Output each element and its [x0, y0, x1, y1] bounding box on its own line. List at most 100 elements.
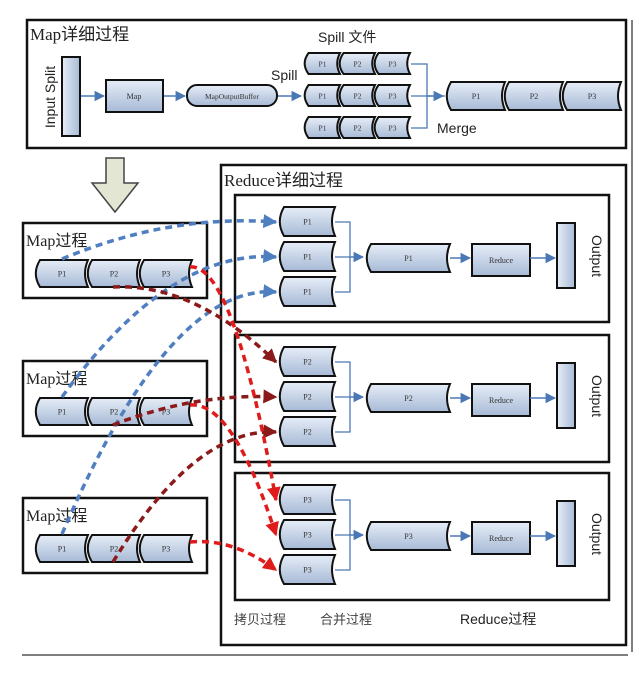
merged-partition: P1 [365, 243, 452, 273]
partition-segment: P3 [373, 52, 412, 75]
partition-label: P1 [58, 545, 66, 554]
partition-segment: P3 [373, 84, 412, 107]
partition-segment: P1 [445, 81, 507, 111]
output-node [556, 222, 576, 289]
partition-label: P2 [303, 393, 311, 402]
partition-label: P1 [303, 253, 311, 262]
partition-label: P2 [354, 60, 362, 69]
copied-partition: P3 [278, 554, 337, 585]
partition-segment: P2 [338, 84, 377, 107]
copied-partition: P1 [278, 241, 337, 272]
big-down-arrow-icon [90, 157, 140, 214]
reduce-node [471, 243, 531, 277]
reduce-phase-label: Reduce过程 [460, 611, 536, 627]
partition-label: P2 [110, 270, 118, 279]
output-label: Output [589, 235, 605, 277]
partition-segment: P2 [503, 81, 565, 111]
partition-label: P2 [110, 408, 118, 417]
partition-label: P3 [404, 532, 412, 541]
map-node [105, 79, 164, 113]
map-process-title: Map过程 [26, 507, 87, 525]
shuffle-arrow-p3 [189, 403, 279, 537]
partition-segment: P1 [303, 52, 342, 75]
input-split-node [61, 56, 81, 137]
partition-segment: P3 [138, 534, 194, 563]
partition-label: P2 [110, 545, 118, 554]
shuffle-arrow-p1 [61, 214, 278, 261]
copied-partition: P1 [278, 276, 337, 307]
shuffle-arrow-p2 [111, 424, 278, 563]
output-label: Output [589, 375, 605, 417]
copied-partition: P1 [278, 206, 337, 237]
map-output-buffer-node [186, 84, 278, 107]
reduce-detail-title: Reduce详细过程 [224, 171, 343, 190]
partition-segment: P3 [138, 259, 194, 288]
partition-label: P1 [58, 408, 66, 417]
partition-label: P2 [303, 428, 311, 437]
merge-label: Merge [437, 120, 477, 136]
copied-partition: P3 [278, 519, 337, 550]
partition-segment: P2 [86, 397, 142, 426]
merged-file: P1 P2 P3 [445, 81, 623, 111]
map-process-title: Map过程 [26, 370, 87, 388]
copied-partition: P3 [278, 484, 337, 515]
partition-label: P1 [58, 270, 66, 279]
map-detail-title: Map详细过程 [30, 25, 129, 44]
map-node-label: Map [127, 92, 142, 101]
partition-label: P1 [404, 254, 412, 263]
partition-segment: P3 [373, 116, 412, 139]
partition-segment: P2 [86, 259, 142, 288]
map-detail-panel: Map详细过程 Input Split Map MapOutputBuffer … [25, 18, 628, 150]
partition-label: P3 [303, 496, 311, 505]
reduce-node-label: Reduce [489, 256, 513, 265]
output-node [556, 362, 576, 429]
shuffle-arrow-p3 [189, 265, 281, 502]
partition-label: P3 [389, 92, 397, 101]
partition-label: P1 [319, 124, 327, 133]
partition-segment: P1 [34, 259, 90, 288]
merged-partition: P2 [365, 383, 452, 413]
merged-partition: P3 [365, 521, 452, 551]
partition-segment: P2 [338, 52, 377, 75]
partition-label: P3 [162, 408, 170, 417]
map-process-title: Map过程 [26, 232, 87, 250]
shuffle-arrow-p2 [112, 389, 278, 427]
partition-label: P1 [303, 218, 311, 227]
partition-label: P2 [530, 92, 538, 101]
partition-label: P1 [303, 288, 311, 297]
merge-phase-label: 合并过程 [320, 613, 372, 628]
spill-files-label: Spill 文件 [318, 29, 376, 45]
reduce-node-label: Reduce [489, 396, 513, 405]
partition-label: P3 [588, 92, 596, 101]
spill-label: Spill [271, 67, 297, 83]
output-node [556, 500, 576, 567]
partition-segment: P3 [561, 81, 623, 111]
partition-label: P2 [354, 124, 362, 133]
partition-segment: P1 [303, 116, 342, 139]
reduce-node-label: Reduce [489, 534, 513, 543]
input-split-label: Input Split [42, 66, 58, 128]
partition-label: P3 [162, 545, 170, 554]
partition-label: P1 [472, 92, 480, 101]
partition-segment: P2 [338, 116, 377, 139]
partition-label: P3 [389, 124, 397, 133]
copied-partition: P2 [278, 381, 337, 412]
copied-partition: P2 [278, 346, 337, 377]
partition-label: P3 [303, 531, 311, 540]
reduce-node [471, 521, 531, 555]
copy-phase-label: 拷贝过程 [234, 613, 286, 628]
copied-partition: P2 [278, 416, 337, 447]
partition-label: P1 [319, 92, 327, 101]
partition-label: P2 [303, 358, 311, 367]
shuffle-arrows [60, 214, 281, 572]
partition-label: P3 [303, 566, 311, 575]
partition-label: P3 [389, 60, 397, 69]
partition-label: P3 [162, 270, 170, 279]
